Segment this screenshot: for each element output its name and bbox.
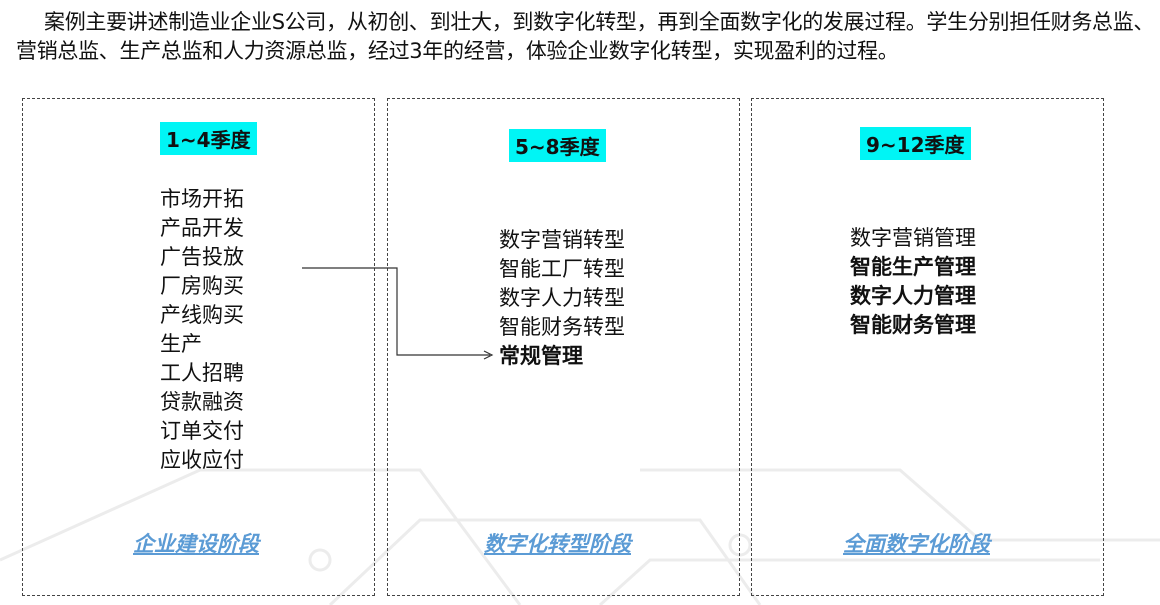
task-item: 产线购买: [160, 303, 244, 327]
intro-paragraph: 案例主要讲述制造业企业S公司，从初创、到壮大，到数字化转型，再到全面数字化的发展…: [16, 10, 1155, 63]
task-item: 订单交付: [160, 419, 244, 443]
period-heading-1: 1~4季度: [160, 122, 257, 155]
stage-box-1: [22, 98, 375, 596]
task-item: 贷款融资: [160, 390, 244, 414]
task-item: 智能生产管理: [850, 255, 976, 279]
task-item: 广告投放: [160, 245, 244, 269]
task-item: 工人招聘: [160, 361, 244, 385]
stage-box-2: [387, 98, 740, 596]
task-item: 智能财务管理: [850, 313, 976, 337]
task-item: 市场开拓: [160, 187, 244, 211]
task-item: 产品开发: [160, 216, 244, 240]
task-list-3: 数字营销管理智能生产管理数字人力管理智能财务管理: [850, 224, 976, 340]
task-item: 生产: [160, 332, 202, 356]
stage-label-1: 企业建设阶段: [133, 532, 259, 556]
period-heading-2: 5~8季度: [509, 129, 606, 162]
task-item: 智能财务转型: [499, 315, 625, 339]
task-item: 厂房购买: [160, 274, 244, 298]
task-list-1: 市场开拓产品开发广告投放厂房购买产线购买生产工人招聘贷款融资订单交付应收应付: [160, 185, 244, 475]
task-list-2: 数字营销转型智能工厂转型数字人力转型智能财务转型常规管理: [499, 226, 625, 371]
task-item: 数字人力转型: [499, 286, 625, 310]
task-item: 数字人力管理: [850, 284, 976, 308]
task-item: 智能工厂转型: [499, 257, 625, 281]
task-item: 数字营销转型: [499, 228, 625, 252]
task-item: 数字营销管理: [850, 226, 976, 250]
period-heading-3: 9~12季度: [860, 127, 971, 160]
task-item: 常规管理: [499, 344, 583, 368]
stage-box-3: [751, 98, 1104, 596]
stage-label-3: 全面数字化阶段: [843, 532, 990, 556]
stage-label-2: 数字化转型阶段: [484, 532, 631, 556]
task-item: 应收应付: [160, 448, 244, 472]
